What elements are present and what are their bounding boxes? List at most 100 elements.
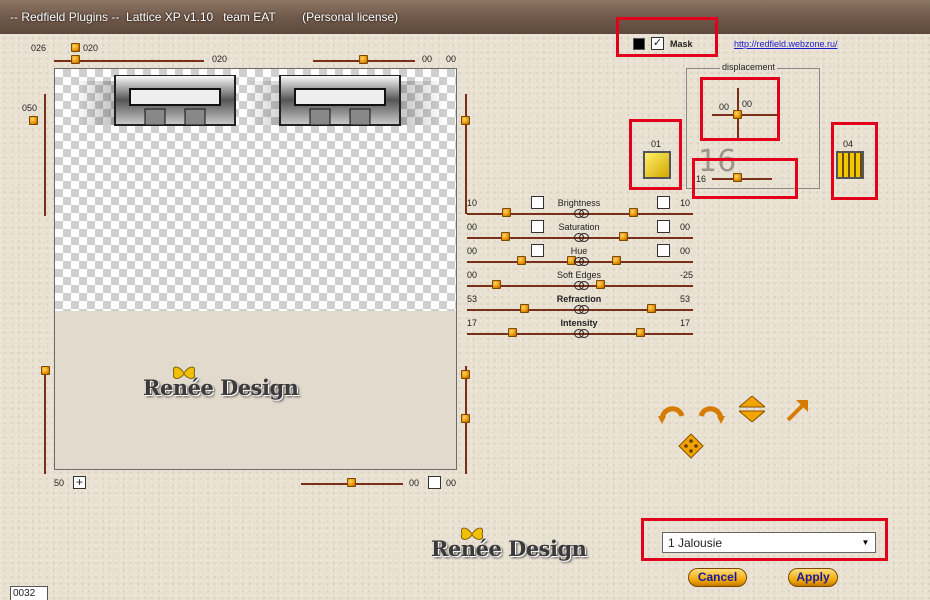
- bottom-checkbox[interactable]: [428, 476, 441, 489]
- top-left-value: 026: [31, 43, 47, 53]
- top-small-slider-knob[interactable]: [71, 43, 80, 52]
- adjustment-label: Hue: [570, 246, 588, 256]
- random-dice-icon[interactable]: [678, 433, 704, 459]
- adjustment-label: Intensity: [560, 318, 598, 328]
- adjustment-left-knob[interactable]: [501, 232, 510, 241]
- adjustment-right-checkbox[interactable]: [657, 244, 670, 257]
- displacement-x-value: 00: [719, 102, 730, 112]
- adjustment-right-value: 53: [680, 294, 691, 304]
- highlight-displacement: [700, 77, 780, 141]
- top-slider-knob[interactable]: [71, 55, 80, 64]
- footer-logo: Renée Design: [431, 527, 587, 561]
- adjustment-right-knob[interactable]: [629, 208, 638, 217]
- status-value: 0032: [13, 588, 36, 599]
- displacement-label: displacement: [720, 62, 778, 72]
- displacement-knob[interactable]: [733, 110, 742, 119]
- adjustment-right-value: -25: [680, 270, 694, 280]
- right-middle-slider-knob[interactable]: [461, 370, 470, 379]
- displacement-y-value: 00: [742, 99, 753, 109]
- highlight-swatch-left: [629, 119, 682, 190]
- left-top-slider-knob[interactable]: [29, 116, 38, 125]
- highlight-swatch-right: [831, 122, 878, 200]
- adjustment-left-value: 00: [467, 246, 478, 256]
- flip-vertical-icon[interactable]: [739, 396, 765, 422]
- adjustment-left-knob[interactable]: [517, 256, 526, 265]
- adjustment-label: Brightness: [557, 198, 601, 208]
- adjustment-left-knob[interactable]: [520, 304, 529, 313]
- butterfly-icon: [172, 366, 196, 379]
- adjustment-label: Soft Edges: [556, 270, 602, 280]
- swatch-right[interactable]: [836, 151, 864, 179]
- right-top-slider-track[interactable]: [465, 94, 467, 214]
- link-icon[interactable]: [574, 209, 589, 218]
- bottom-slider-knob[interactable]: [347, 478, 356, 487]
- watermark-logo: Renée Design: [143, 366, 299, 400]
- displacement-big-value: 16: [698, 144, 737, 179]
- left-top-slider-track[interactable]: [44, 94, 46, 216]
- adjustment-right-checkbox[interactable]: [657, 220, 670, 233]
- plugin-panel: 026 020 020 00 00 050: [0, 17, 930, 600]
- link-icon[interactable]: [574, 329, 589, 338]
- swatch-left[interactable]: [643, 151, 671, 179]
- adjustment-label: Refraction: [556, 294, 602, 304]
- right-bottom-slider-knob[interactable]: [461, 414, 470, 423]
- apply-button[interactable]: Apply: [788, 568, 838, 587]
- mask-checkbox[interactable]: ✓: [651, 37, 664, 50]
- window-title: -- Redfield Plugins -- Lattice XP v1.10 …: [10, 10, 399, 24]
- resize-arrow-icon[interactable]: [786, 400, 808, 422]
- footer-logo-text: Renée Design: [431, 536, 587, 561]
- adjustment-left-value: 53: [467, 294, 478, 304]
- adjustment-right-value: 00: [680, 246, 691, 256]
- left-slider-value: 050: [22, 103, 38, 113]
- status-box: 0032: [10, 586, 48, 600]
- adjustment-left-checkbox[interactable]: [531, 244, 544, 257]
- adjustment-left-knob[interactable]: [492, 280, 501, 289]
- top-right-slider-knob[interactable]: [359, 55, 368, 64]
- top-right-value-a: 00: [422, 54, 433, 64]
- left-bottom-slider-track[interactable]: [44, 366, 46, 474]
- left-bottom-slider-knob[interactable]: [41, 366, 50, 375]
- link-icon[interactable]: [574, 233, 589, 242]
- right-top-slider-knob[interactable]: [461, 116, 470, 125]
- adjustment-right-knob[interactable]: [636, 328, 645, 337]
- swatch-left-number: 01: [651, 139, 662, 149]
- rotate-left-icon[interactable]: [658, 402, 686, 424]
- butterfly-icon: [460, 527, 484, 540]
- rotate-right-icon[interactable]: [697, 402, 725, 424]
- top-small-slider-value: 020: [83, 43, 99, 53]
- adjustment-right-knob[interactable]: [596, 280, 605, 289]
- preview-canvas[interactable]: Renée Design: [54, 68, 457, 470]
- adjustment-left-value: 17: [467, 318, 478, 328]
- bottom-right-value-b: 00: [446, 478, 457, 488]
- adjustment-right-knob[interactable]: [647, 304, 656, 313]
- link-icon[interactable]: [574, 257, 589, 266]
- adjustment-left-knob[interactable]: [508, 328, 517, 337]
- displacement-x-axis[interactable]: [712, 114, 778, 116]
- chevron-down-icon: ▼: [861, 538, 870, 547]
- adjustment-left-value: 00: [467, 270, 478, 280]
- highlight-mask: [616, 17, 718, 57]
- highlight-pattern: [641, 518, 888, 561]
- lattice-preview-image: [75, 75, 445, 126]
- top-slider-track[interactable]: [54, 60, 204, 62]
- adjustment-right-knob[interactable]: [619, 232, 628, 241]
- displacement-slider-knob[interactable]: [733, 173, 742, 182]
- mask-color-swatch[interactable]: [633, 38, 645, 50]
- pattern-select-value: 1 Jalousie: [668, 536, 723, 550]
- link-icon[interactable]: [574, 281, 589, 290]
- displacement-slider-track[interactable]: [712, 178, 772, 180]
- watermark-text: Renée Design: [143, 375, 299, 400]
- zoom-plus-button[interactable]: +: [73, 476, 86, 489]
- cancel-button[interactable]: Cancel: [688, 568, 747, 587]
- adjustment-right-checkbox[interactable]: [657, 196, 670, 209]
- link-icon[interactable]: [574, 305, 589, 314]
- adjustment-label: Saturation: [558, 222, 600, 232]
- adjustment-left-checkbox[interactable]: [531, 196, 544, 209]
- adjustment-left-value: 10: [467, 198, 478, 208]
- adjustment-left-knob[interactable]: [502, 208, 511, 217]
- redfield-link[interactable]: http://redfield.webzone.ru/: [734, 39, 838, 49]
- pattern-select[interactable]: 1 Jalousie ▼: [662, 532, 876, 553]
- adjustment-left-checkbox[interactable]: [531, 220, 544, 233]
- adjustment-right-knob[interactable]: [612, 256, 621, 265]
- displacement-slider-value: 16: [696, 174, 707, 184]
